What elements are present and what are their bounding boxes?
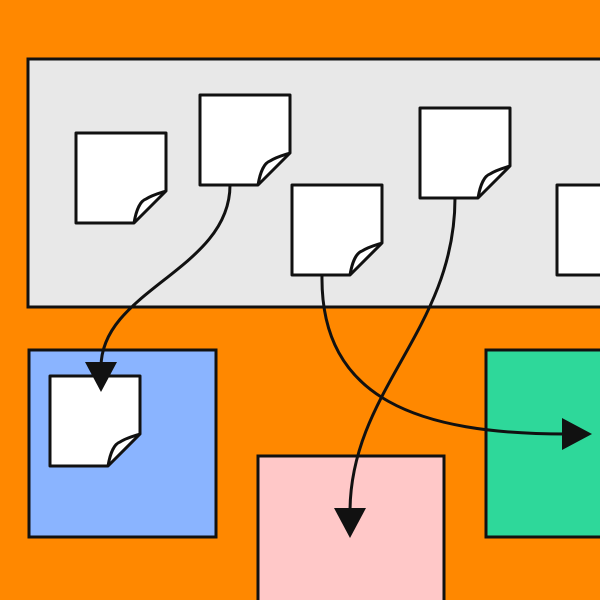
- arrow-to-pink: [348, 197, 457, 513]
- sticky-note: [555, 183, 600, 277]
- arrowhead-to-pink: [334, 508, 366, 538]
- arrow-to-green: [320, 274, 567, 436]
- green-target-box: [484, 348, 600, 539]
- arrowhead-to-blue: [85, 362, 117, 392]
- sticky-note: [74, 131, 168, 225]
- sticky-note: [198, 93, 292, 187]
- arrowhead-to-green: [562, 418, 592, 450]
- arrow-to-blue: [99, 184, 232, 369]
- sticky-note: [418, 106, 512, 200]
- sticky-note: [290, 183, 384, 277]
- sticky-note: [48, 374, 142, 468]
